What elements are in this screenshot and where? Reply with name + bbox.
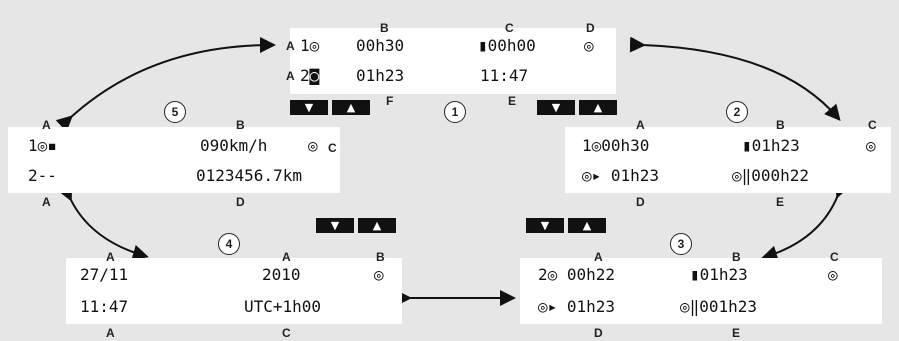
card-slot-2-indicator: 2◙ xyxy=(300,66,320,85)
screen-number-2: 2 xyxy=(726,101,748,123)
down-button[interactable]: ▼ xyxy=(290,100,328,115)
label-e: E xyxy=(732,326,741,340)
label-a: A xyxy=(106,250,115,264)
driving-time-value: 00h30 xyxy=(356,36,405,55)
down-button[interactable]: ▼ xyxy=(526,218,564,233)
year-value: 2010 xyxy=(262,265,301,284)
card-slot-1-indicator: 1◎▪ xyxy=(28,136,57,155)
label-b: B xyxy=(376,250,385,264)
local-time-value: 11:47 xyxy=(480,66,529,85)
label-a: A xyxy=(286,69,295,83)
driver-1-time-value: 1◎00h30 xyxy=(582,136,650,155)
break-time-value: ▮01h23 xyxy=(690,265,748,284)
codriver-time-value: 01h23 xyxy=(356,66,405,85)
activity-icon: ◎ xyxy=(866,136,876,155)
label-a: A xyxy=(42,118,51,132)
activity-icon: ◎ xyxy=(308,136,318,155)
screen-number-5: 5 xyxy=(164,101,186,123)
activity-icon: ◎ xyxy=(584,36,594,55)
label-a: A xyxy=(42,195,51,209)
label-a: A xyxy=(594,250,603,264)
label-b: B xyxy=(380,21,389,35)
label-f: F xyxy=(386,94,394,108)
up-button[interactable]: ▲ xyxy=(358,218,396,233)
label-d: D xyxy=(236,195,245,209)
speed-value: 090km/h xyxy=(200,136,268,155)
label-c: C xyxy=(868,118,877,132)
card-slot-1-indicator: 1◎ xyxy=(300,36,320,55)
down-button[interactable]: ▼ xyxy=(316,218,354,233)
rest-time-value: ◎‖000h22 xyxy=(732,166,810,185)
odometer-value: 0123456.7km xyxy=(196,166,302,185)
label-a: A xyxy=(282,250,291,264)
screen-number-4: 4 xyxy=(218,233,240,255)
activity-icon: ◎ xyxy=(828,265,838,284)
label-b: B xyxy=(776,118,785,132)
driver-2-time-value: 2◎ 00h22 xyxy=(538,265,616,284)
screen-2 xyxy=(565,127,891,193)
utc-offset-value: UTC+1h00 xyxy=(244,297,322,316)
label-d: D xyxy=(594,326,603,340)
up-button[interactable]: ▲ xyxy=(332,100,370,115)
label-a: A xyxy=(286,39,295,53)
screen-5 xyxy=(8,127,340,193)
arrow-4-to-5 xyxy=(57,183,149,261)
local-time-value: 11:47 xyxy=(80,297,129,316)
screen-number-3: 3 xyxy=(670,233,692,255)
screen-1 xyxy=(290,28,616,94)
screen-3 xyxy=(520,258,882,324)
label-a: A xyxy=(106,326,115,340)
label-b: B xyxy=(236,118,245,132)
up-button[interactable]: ▲ xyxy=(568,218,606,233)
daily-driving-value: ◎▸ 01h23 xyxy=(582,166,660,185)
screen-4 xyxy=(66,258,402,324)
break-time-value: ▮01h23 xyxy=(742,136,800,155)
label-c: C xyxy=(282,326,291,340)
label-c: C xyxy=(328,141,337,155)
arrow-2-to-3 xyxy=(761,180,850,262)
label-a: A xyxy=(636,118,645,132)
arrow-1-to-2 xyxy=(629,36,841,122)
date-value: 27/11 xyxy=(80,265,129,284)
screen-number-1: 1 xyxy=(444,101,466,123)
label-c: C xyxy=(830,250,839,264)
daily-driving-value: ◎▸ 01h23 xyxy=(538,297,616,316)
label-d: D xyxy=(636,195,645,209)
break-time-value: ▮00h00 xyxy=(478,36,536,55)
card-slot-2-indicator: 2-- xyxy=(28,166,57,185)
up-button[interactable]: ▲ xyxy=(579,100,617,115)
label-e: E xyxy=(776,195,785,209)
label-b: B xyxy=(732,250,741,264)
rest-time-value: ◎‖001h23 xyxy=(680,297,758,316)
label-e: E xyxy=(508,94,517,108)
label-d: D xyxy=(586,21,595,35)
arrow-5-to-1 xyxy=(55,37,276,132)
label-c: C xyxy=(505,21,514,35)
down-button[interactable]: ▼ xyxy=(537,100,575,115)
activity-icon: ◎ xyxy=(374,265,384,284)
